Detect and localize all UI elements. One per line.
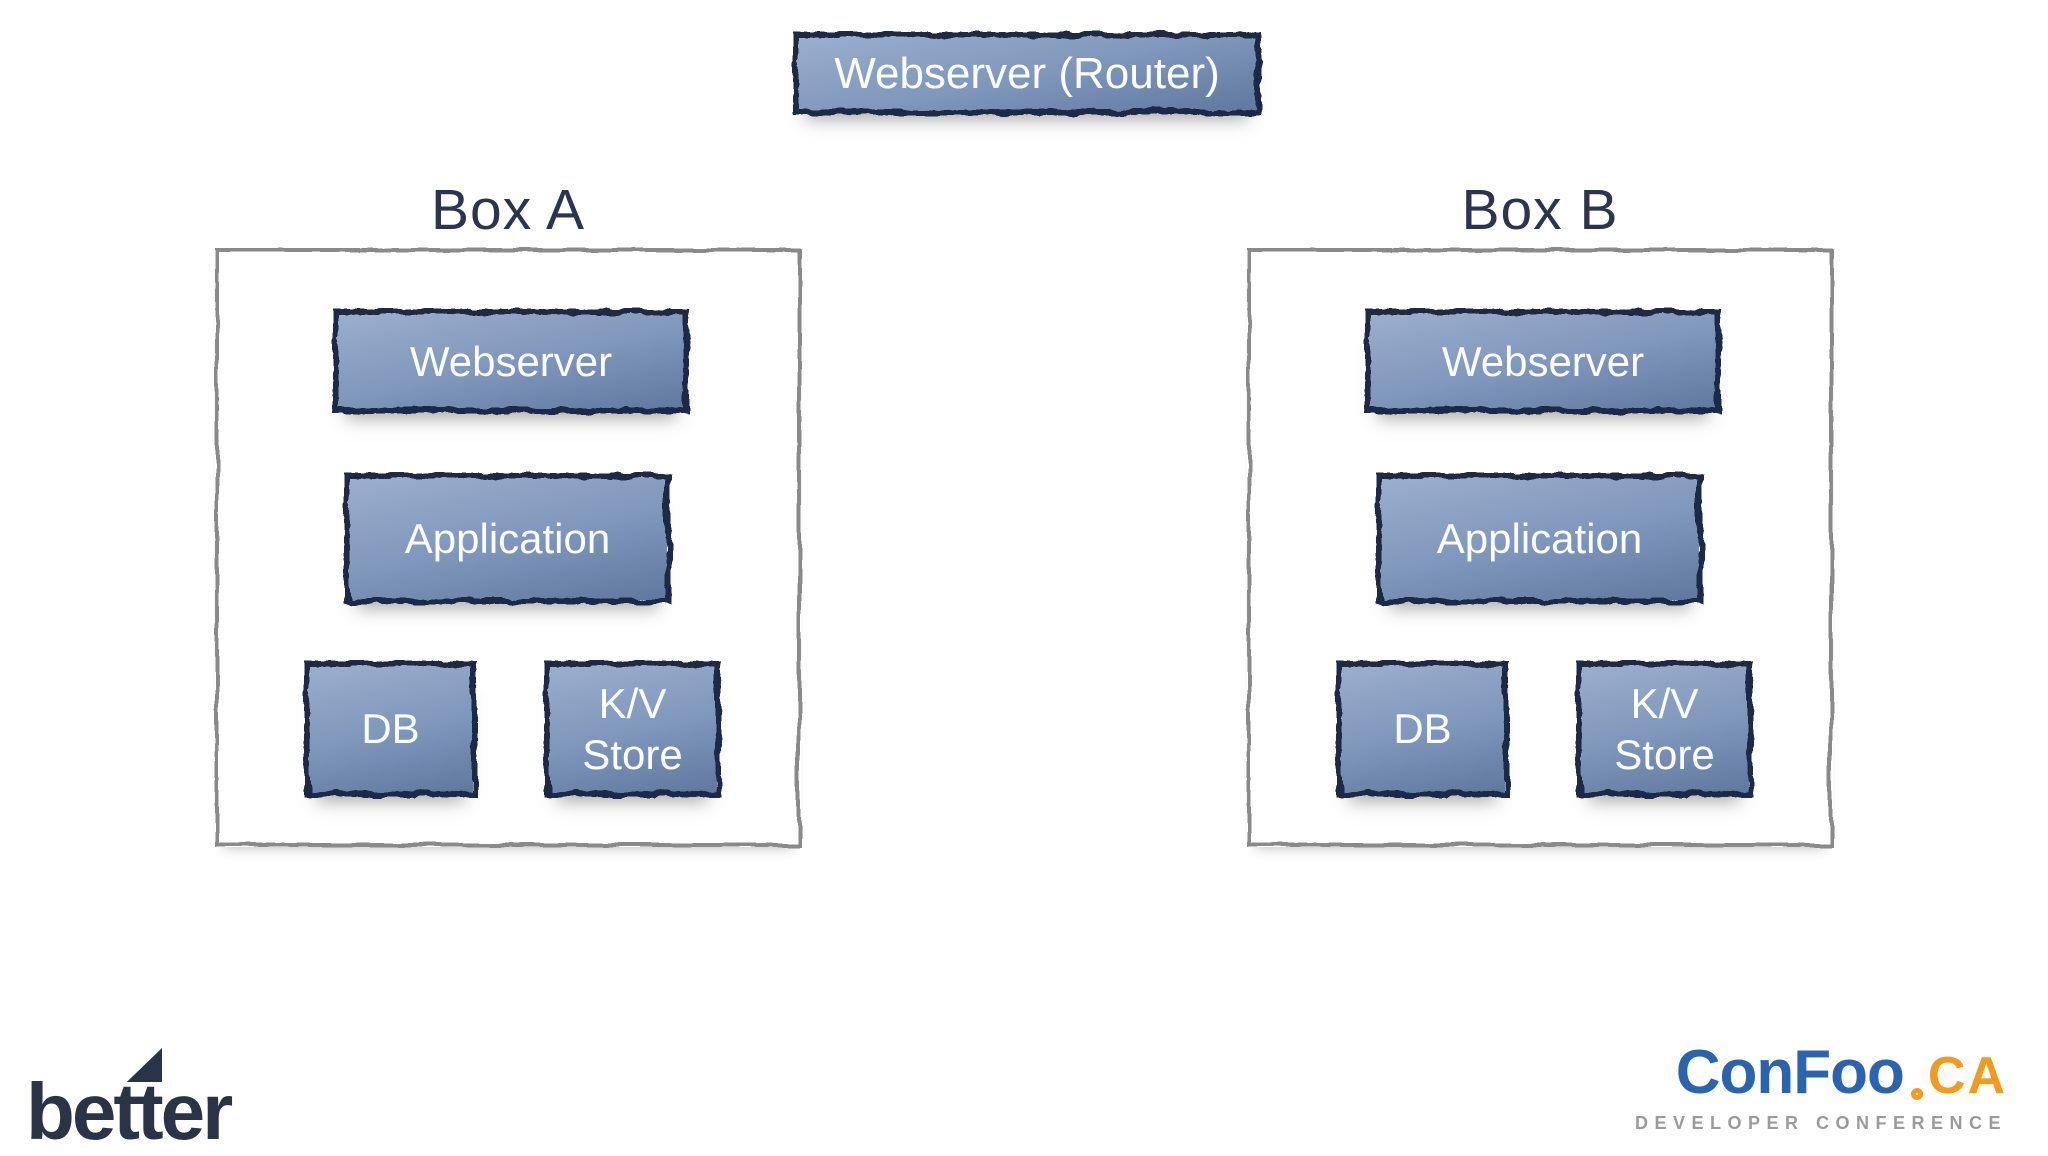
confoo-name-text: ConFoo [1675, 1038, 1905, 1107]
box-b-db-node: DB [1340, 665, 1505, 793]
box-b-kv-store-node: K/V Store [1580, 665, 1749, 793]
box-b-webserver-label: Webserver [1441, 337, 1645, 385]
box-a-db-label: DB [361, 705, 420, 753]
box-a-kv-store-label: K/V Store [582, 679, 683, 778]
confoo-logo-row: ConFoo CA [1676, 1042, 2007, 1104]
group-box-b: Box B Webserver Application DB K/V Store [1247, 182, 1833, 847]
group-a-title: Box A [431, 178, 585, 242]
better-logo-text: better [26, 1067, 233, 1156]
box-b-webserver-node: Webserver [1369, 313, 1717, 410]
confoo-tagline: DEVELOPER CONFERENCE [1634, 1113, 2007, 1133]
box-a-application-node: Application [348, 477, 667, 600]
confoo-dot-icon [1910, 1088, 1923, 1100]
group-box-a: Box A Webserver Application DB K/V Store [215, 182, 801, 847]
box-a-webserver-node: Webserver [337, 313, 685, 410]
box-b-kv-store-label: K/V Store [1614, 679, 1715, 778]
router-node-label: Webserver (Router) [834, 48, 1220, 98]
confoo-logo: ConFoo CA DEVELOPER CONFERENCE [1635, 1042, 2007, 1134]
box-a-kv-store-node: K/V Store [548, 665, 717, 793]
confoo-tld-text: CA [1927, 1047, 2007, 1105]
box-b-application-node: Application [1380, 477, 1699, 600]
router-node: Webserver (Router) [797, 36, 1257, 111]
box-a-webserver-label: Webserver [409, 337, 613, 385]
box-a-db-node: DB [308, 665, 473, 793]
box-b-db-label: DB [1393, 705, 1452, 753]
group-b-title: Box B [1461, 178, 1619, 242]
better-logo: better [26, 1048, 233, 1152]
box-a-application-label: Application [404, 514, 611, 562]
box-b-application-label: Application [1436, 514, 1643, 562]
